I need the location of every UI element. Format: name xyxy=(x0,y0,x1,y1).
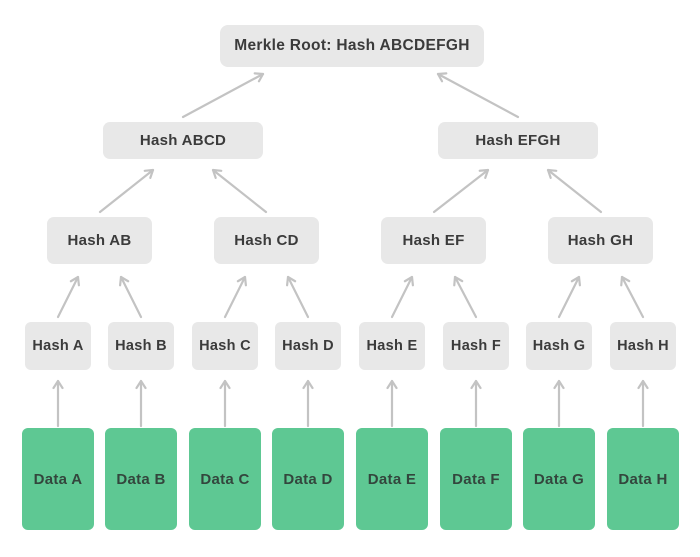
arrow-hash-ef-to-hash-efgh xyxy=(432,168,490,214)
node-data-f: Data F xyxy=(440,428,512,530)
node-data-e: Data E xyxy=(356,428,428,530)
node-data-c: Data C xyxy=(189,428,261,530)
arrow-hash-abcd-to-merkle-root xyxy=(181,72,265,119)
arrow-hash-f-to-hash-ef xyxy=(453,275,478,319)
arrow-hash-h-to-hash-gh xyxy=(620,275,645,319)
arrow-hash-d-to-hash-cd xyxy=(286,275,310,319)
node-hash-b: Hash B xyxy=(108,322,174,370)
arrow-hash-efgh-to-merkle-root xyxy=(436,72,520,119)
node-data-h: Data H xyxy=(607,428,679,530)
node-hash-cd: Hash CD xyxy=(214,217,319,264)
node-hash-c: Hash C xyxy=(192,322,258,370)
node-hash-h: Hash H xyxy=(610,322,676,370)
arrow-hash-c-to-hash-cd xyxy=(223,275,247,319)
node-hash-ef: Hash EF xyxy=(381,217,486,264)
node-hash-a: Hash A xyxy=(25,322,91,370)
arrow-hash-a-to-hash-ab xyxy=(56,275,80,319)
node-hash-f: Hash F xyxy=(443,322,509,370)
node-hash-d: Hash D xyxy=(275,322,341,370)
arrow-hash-b-to-hash-ab xyxy=(119,275,143,319)
arrow-hash-cd-to-hash-abcd xyxy=(211,168,268,214)
arrow-hash-e-to-hash-ef xyxy=(390,275,414,319)
node-data-a: Data A xyxy=(22,428,94,530)
arrow-hash-gh-to-hash-efgh xyxy=(546,168,603,214)
node-hash-efgh: Hash EFGH xyxy=(438,122,598,159)
node-hash-g: Hash G xyxy=(526,322,592,370)
node-hash-abcd: Hash ABCD xyxy=(103,122,263,159)
node-hash-e: Hash E xyxy=(359,322,425,370)
arrow-hash-ab-to-hash-abcd xyxy=(98,168,155,214)
node-hash-gh: Hash GH xyxy=(548,217,653,264)
node-merkle-root: Merkle Root: Hash ABCDEFGH xyxy=(220,25,484,67)
node-hash-ab: Hash AB xyxy=(47,217,152,264)
node-data-g: Data G xyxy=(523,428,595,530)
node-data-d: Data D xyxy=(272,428,344,530)
arrow-hash-g-to-hash-gh xyxy=(557,275,581,319)
node-data-b: Data B xyxy=(105,428,177,530)
